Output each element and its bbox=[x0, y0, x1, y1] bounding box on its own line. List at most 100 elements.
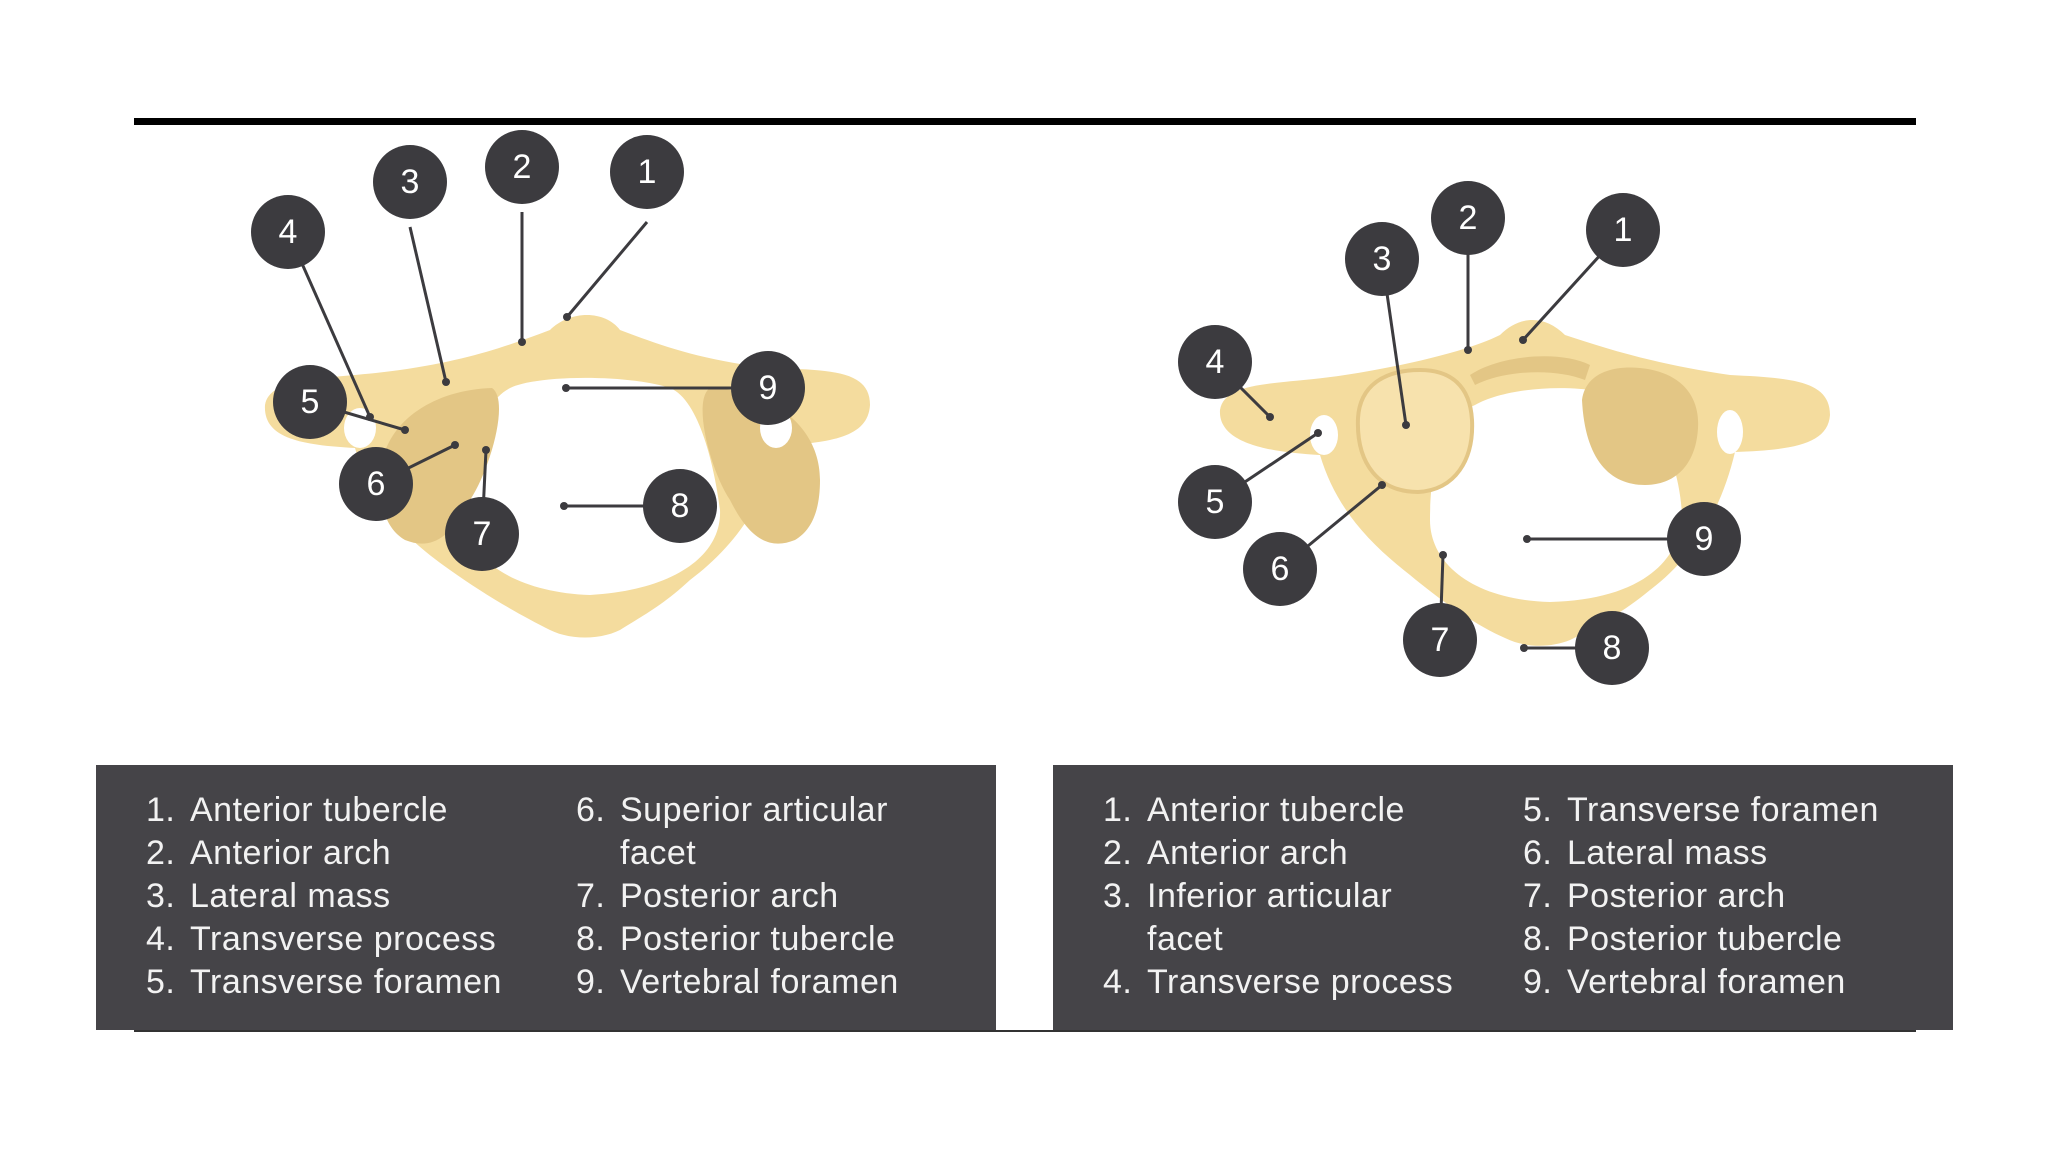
left-transverse-foramen bbox=[1310, 415, 1338, 455]
label-1-text: 1 bbox=[1614, 211, 1633, 249]
legend-item: 5. Transverse foramen bbox=[146, 961, 576, 1004]
legend-item: 8.Posterior tubercle bbox=[576, 918, 966, 961]
legend-item: 9. Vertebral foramen bbox=[1523, 961, 1923, 1004]
legend-text: Inferior articular facet bbox=[1147, 877, 1393, 958]
atlas-superior-view: 1 2 3 4 5 6 7 8 bbox=[130, 130, 1130, 750]
legend-item: 7. Posterior arch bbox=[1523, 875, 1923, 918]
label-bubble-5: 5 bbox=[273, 365, 347, 439]
legend-text: Anterior arch bbox=[190, 834, 392, 872]
label-8-text: 8 bbox=[1603, 629, 1622, 667]
legend-text: Transverse process bbox=[1147, 963, 1454, 1001]
legend-item: 8. Posterior tubercle bbox=[1523, 918, 1923, 961]
legend-text: Transverse foramen bbox=[1567, 791, 1879, 829]
legend-inferior: 1. Anterior tubercle 2. Anterior arch 3.In… bbox=[1053, 765, 1953, 1030]
legend-item: 2. Anterior arch bbox=[146, 832, 576, 875]
legend-item: 9.Vertebral foramen bbox=[576, 961, 966, 1004]
legend-superior: 1. Anterior tubercle 2. Anterior arch 3.La… bbox=[96, 765, 996, 1030]
label-bubble-6: 6 bbox=[339, 447, 413, 521]
legend-item: 3.Lateral mass bbox=[146, 875, 576, 918]
anterior-arch-shade bbox=[1470, 356, 1590, 385]
legend-item: 1. Anterior tubercle bbox=[146, 789, 576, 832]
legend-text: Transverse foramen bbox=[190, 963, 502, 1001]
label-bubble-9: 9 bbox=[1667, 502, 1741, 576]
legend-number: 6. bbox=[1523, 834, 1553, 872]
label-6-text: 6 bbox=[1271, 550, 1290, 588]
label-6-text: 6 bbox=[367, 465, 386, 503]
legend-column-right: 5. Transverse foramen 6.Lateral mass 7. Po… bbox=[1523, 789, 1923, 1030]
label-bubble-7: 7 bbox=[445, 497, 519, 571]
label-1-text: 1 bbox=[638, 153, 657, 191]
legend-number: 6. bbox=[576, 791, 606, 829]
label-9-text: 9 bbox=[1695, 520, 1714, 558]
leader-dots bbox=[366, 313, 571, 510]
label-bubble-9: 9 bbox=[731, 351, 805, 425]
legend-text: Vertebral foramen bbox=[620, 963, 899, 1001]
label-bubble-4: 4 bbox=[251, 195, 325, 269]
label-bubble-5: 5 bbox=[1178, 465, 1252, 539]
legend-text: Posterior arch bbox=[620, 877, 839, 915]
legend-number: 8. bbox=[1523, 920, 1553, 958]
legend-number: 4. bbox=[146, 920, 176, 958]
legend-item: 4. Transverse process bbox=[1103, 961, 1523, 1004]
legend-text: Transverse process bbox=[190, 920, 497, 958]
label-bubble-2: 2 bbox=[485, 130, 559, 204]
legend-number: 1. bbox=[1103, 791, 1133, 829]
label-4-text: 4 bbox=[279, 213, 298, 251]
legend-item: 6.Lateral mass bbox=[1523, 832, 1923, 875]
legend-text: Posterior arch bbox=[1567, 877, 1786, 915]
atlas-inferior-svg: 1 2 3 4 5 6 7 8 bbox=[1178, 181, 1830, 685]
legend-number: 5. bbox=[1523, 791, 1553, 829]
label-4-text: 4 bbox=[1206, 343, 1225, 381]
legend-number: 4. bbox=[1103, 963, 1133, 1001]
left-superior-articular-facet bbox=[380, 388, 500, 544]
legend-item: 4. Transverse process bbox=[146, 918, 576, 961]
atlas-inferior-view: 1 2 3 4 5 6 7 8 bbox=[1090, 170, 2048, 750]
label-bubble-8: 8 bbox=[643, 469, 717, 543]
label-bubble-4: 4 bbox=[1178, 325, 1252, 399]
legend-number: 8. bbox=[576, 920, 606, 958]
label-2-text: 2 bbox=[513, 148, 532, 186]
label-bubble-6: 6 bbox=[1243, 532, 1317, 606]
label-7-text: 7 bbox=[1431, 621, 1450, 659]
legend-number: 7. bbox=[1523, 877, 1553, 915]
atlas-superior-svg: 1 2 3 4 5 6 7 8 bbox=[251, 130, 870, 638]
legend-item: 3.Inferior articular facet bbox=[1103, 875, 1523, 961]
legend-item: 1. Anterior tubercle bbox=[1103, 789, 1523, 832]
right-inferior-articular-facet bbox=[1582, 367, 1699, 485]
legend-text: Posterior tubercle bbox=[1567, 920, 1843, 958]
label-bubble-3: 3 bbox=[373, 145, 447, 219]
legend-item: 7.Posterior arch bbox=[576, 875, 966, 918]
label-7-text: 7 bbox=[473, 515, 492, 553]
top-rule bbox=[134, 118, 1916, 125]
label-5-text: 5 bbox=[301, 383, 320, 421]
legend-item: 5. Transverse foramen bbox=[1523, 789, 1923, 832]
legend-text: Anterior tubercle bbox=[1147, 791, 1405, 829]
label-9-text: 9 bbox=[759, 369, 778, 407]
label-8-text: 8 bbox=[671, 487, 690, 525]
label-bubble-1: 1 bbox=[1586, 193, 1660, 267]
legend-number: 2. bbox=[146, 834, 176, 872]
label-bubble-7: 7 bbox=[1403, 603, 1477, 677]
legend-number: 1. bbox=[146, 791, 176, 829]
legend-text: Anterior tubercle bbox=[190, 791, 448, 829]
legend-text: Vertebral foramen bbox=[1567, 963, 1846, 1001]
legend-text: Anterior arch bbox=[1147, 834, 1349, 872]
label-bubble-1: 1 bbox=[610, 135, 684, 209]
left-inferior-articular-facet bbox=[1355, 367, 1475, 495]
legend-column-right: 6.Superior articular facet 7.Posterior a… bbox=[576, 789, 966, 1030]
bottom-rule bbox=[134, 1030, 1916, 1032]
label-bubble-2: 2 bbox=[1431, 181, 1505, 255]
right-transverse-foramen bbox=[1717, 410, 1743, 454]
legend-number: 9. bbox=[1523, 963, 1553, 1001]
legend-item: 2. Anterior arch bbox=[1103, 832, 1523, 875]
label-3-text: 3 bbox=[1373, 240, 1392, 278]
legend-number: 2. bbox=[1103, 834, 1133, 872]
legend-column-left: 1. Anterior tubercle 2. Anterior arch 3.La… bbox=[146, 789, 576, 1030]
leader-dots bbox=[1266, 336, 1531, 652]
vertebral-foramen bbox=[462, 377, 721, 595]
legend-column-left: 1. Anterior tubercle 2. Anterior arch 3.In… bbox=[1103, 789, 1523, 1030]
label-3-text: 3 bbox=[401, 163, 420, 201]
legend-item: 6.Superior articular facet bbox=[576, 789, 966, 875]
label-bubble-8: 8 bbox=[1575, 611, 1649, 685]
legend-number: 5. bbox=[146, 963, 176, 1001]
